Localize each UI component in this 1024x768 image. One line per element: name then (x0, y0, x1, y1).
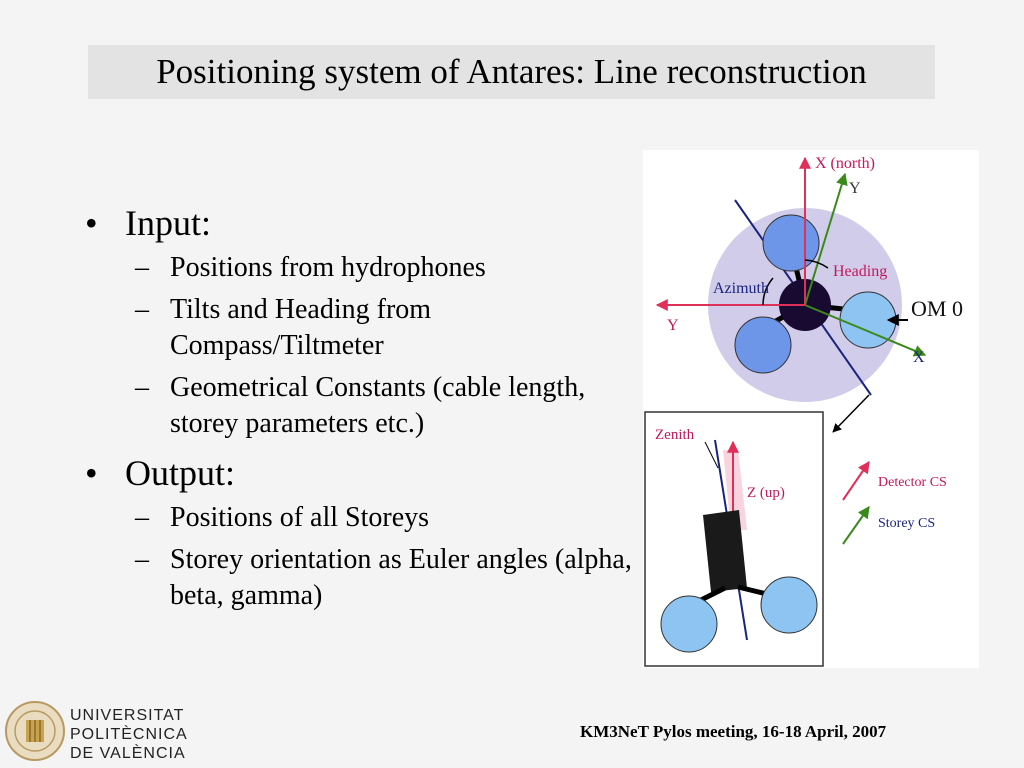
university-line: UNIVERSITAT (70, 707, 185, 724)
legend-detector-label: Detector CS (878, 475, 947, 490)
university-seal-icon (5, 701, 65, 761)
label-z-up: Z (up) (747, 485, 785, 501)
label-om0: OM 0 (911, 296, 963, 321)
sub-item-text: Positions from hydrophones (170, 252, 486, 283)
sub-item: – Storey orientation as Euler angles (al… (135, 542, 645, 614)
om-circle (734, 316, 792, 374)
sub-item: – Geometrical Constants (cable length, s… (135, 370, 645, 442)
legend-storey-arrow (842, 506, 870, 545)
sub-mark: – (135, 502, 149, 533)
storey-cylinder (703, 510, 747, 592)
university-line: POLITÈCNICA (70, 726, 188, 743)
bullet-output: • Output: (85, 452, 645, 494)
heading-arc (804, 259, 829, 269)
label-x-north: X (north) (815, 155, 875, 172)
label-y-left: Y (667, 317, 679, 334)
slide-title: Positioning system of Antares: Line reco… (156, 52, 867, 91)
zenith-wedge (723, 450, 747, 530)
label-y-storey: Y (849, 180, 861, 197)
storey-y-axis (804, 172, 848, 306)
sub-item-text: Positions of all Storeys (170, 502, 430, 533)
university-name: UNIVERSITAT POLITÈCNICA DE VALÈNCIA (70, 706, 188, 763)
label-zenith: Zenith (655, 427, 695, 443)
label-azimuth: Azimuth (713, 280, 769, 297)
university-line: DE VALÈNCIA (70, 745, 186, 762)
azimuth-arc (762, 277, 774, 306)
title-box: Positioning system of Antares: Line reco… (88, 45, 935, 99)
om-circle (762, 214, 820, 272)
bullet-mark: • (85, 453, 98, 493)
label-heading: Heading (833, 263, 887, 280)
om-circle (660, 595, 718, 653)
sub-item: – Tilts and Heading from Compass/Tiltmet… (135, 292, 645, 364)
storey-x-axis (804, 304, 927, 357)
sub-mark: – (135, 544, 149, 575)
sub-mark: – (135, 372, 149, 403)
bullet-mark: • (85, 203, 98, 243)
view-link-arrow (832, 394, 870, 433)
label-x-bottom: X (913, 349, 925, 366)
sub-item: – Positions of all Storeys (135, 500, 645, 536)
sub-item-text: Tilts and Heading from Compass/Tiltmeter (170, 294, 432, 361)
legend-storey-label: Storey CS (878, 516, 935, 531)
bullet-input: • Input: (85, 202, 645, 244)
sub-mark: – (135, 294, 149, 325)
legend-detector-arrow (842, 461, 870, 501)
sub-item-text: Geometrical Constants (cable length, sto… (170, 372, 586, 439)
storey-diagram: X (north) Y Heading Azimuth OM 0 Y X Zen… (643, 150, 979, 668)
legend: Detector CS Storey CS (842, 461, 947, 545)
sub-mark: – (135, 252, 149, 283)
sub-item: – Positions from hydrophones (135, 250, 645, 286)
bullet-list: • Input: – Positions from hydrophones – … (85, 196, 645, 614)
bullet-label: Output: (125, 453, 236, 493)
meeting-footer: KM3NeT Pylos meeting, 16-18 April, 2007 (580, 722, 887, 741)
bullet-label: Input: (125, 203, 211, 243)
sub-item-text: Storey orientation as Euler angles (alph… (170, 544, 632, 611)
side-view: Zenith Z (up) (644, 411, 824, 667)
om-circle (760, 576, 818, 634)
top-view: X (north) Y Heading Azimuth OM 0 Y X (655, 155, 963, 433)
